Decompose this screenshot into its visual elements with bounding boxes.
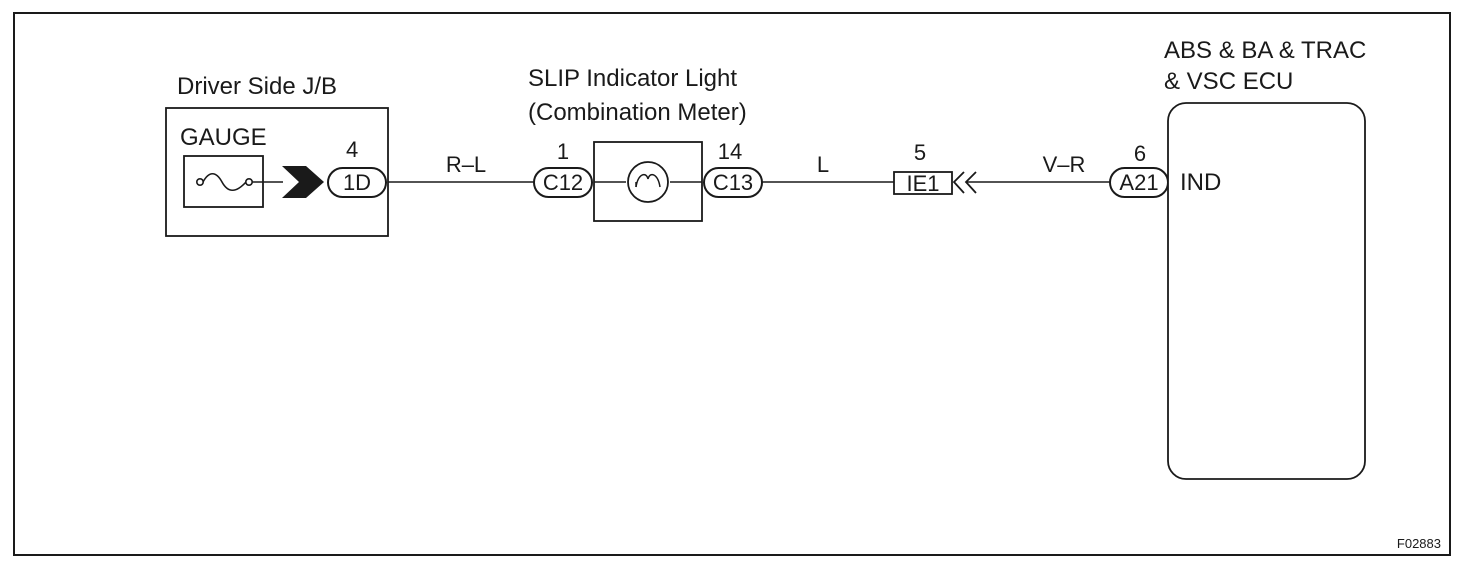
figure-id: F02883 bbox=[1397, 536, 1441, 551]
light-title: SLIP Indicator Light bbox=[528, 65, 737, 92]
fuse-label: GAUGE bbox=[180, 124, 267, 151]
ecu-terminal: IND bbox=[1180, 169, 1221, 196]
terminal-arrow-icon bbox=[282, 166, 324, 198]
jb-connector bbox=[327, 167, 387, 198]
light-connector-out-label: C13 bbox=[713, 170, 753, 195]
light-subtitle: (Combination Meter) bbox=[528, 99, 747, 126]
junction-connector bbox=[893, 171, 953, 195]
light-pin-in: 1 bbox=[557, 139, 569, 164]
ecu-title: ABS & BA & TRAC bbox=[1164, 37, 1366, 64]
ecu-connector-label: A21 bbox=[1119, 170, 1158, 195]
light-connector-in-label: C12 bbox=[543, 170, 583, 195]
ecu-box bbox=[1167, 102, 1366, 480]
wire-color-r-l: R–L bbox=[446, 152, 486, 177]
wire-color-v-r: V–R bbox=[1043, 152, 1086, 177]
junction-connector-label: IE1 bbox=[906, 171, 939, 196]
junction-pin: 5 bbox=[914, 140, 926, 165]
wire-color-l: L bbox=[817, 152, 829, 177]
jb-pin-number: 4 bbox=[346, 137, 358, 162]
light-pin-out: 14 bbox=[718, 139, 742, 164]
jb-title: Driver Side J/B bbox=[177, 73, 337, 100]
jb-connector-label: 1D bbox=[343, 170, 371, 195]
light-connector-in bbox=[533, 167, 593, 198]
bulb-icon bbox=[627, 161, 669, 203]
ecu-pin: 6 bbox=[1134, 141, 1146, 166]
ecu-subtitle: & VSC ECU bbox=[1164, 68, 1293, 95]
